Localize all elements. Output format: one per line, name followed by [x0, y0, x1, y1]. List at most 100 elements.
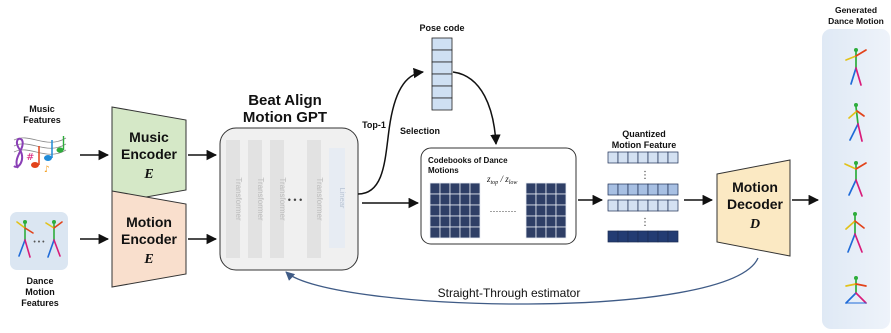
gpt-title-2: Motion GPT [243, 109, 327, 126]
quantized-cell [617, 151, 629, 164]
svg-text:#: # [26, 152, 34, 163]
codebook-cell [525, 182, 537, 195]
dance-label-1: Dance [26, 276, 53, 286]
codebook-cell [469, 193, 481, 206]
decoder-symbol: D [749, 217, 760, 232]
transformer-label-3: Transformer [278, 177, 287, 221]
music-encoder-name-2: Encoder [121, 146, 178, 162]
quantized-cell [647, 151, 659, 164]
motion-encoder-name-2: Encoder [121, 231, 178, 247]
generated-motion-panel [822, 29, 890, 329]
codebook-cell [429, 226, 441, 239]
gpt-title-1: Beat Align [248, 92, 322, 109]
codebook-cell [449, 193, 461, 206]
codebook-cell [429, 182, 441, 195]
codebook-cell [525, 193, 537, 206]
transformer-layer-3 [270, 140, 284, 258]
codebook-cell [525, 215, 537, 228]
motion-encoder: Motion Encoder E [111, 190, 187, 288]
quantized-title-2: Motion Feature [612, 140, 677, 150]
motion-decoder: Motion Decoder D [716, 159, 791, 257]
dance-dots: • • • [33, 239, 45, 246]
codebook-cell [555, 182, 567, 195]
straight-through-label: Straight-Through estimator [438, 286, 581, 300]
quantized-cell [637, 151, 649, 164]
dance-label-3: Features [21, 298, 59, 308]
quantized-cell [607, 199, 619, 212]
transformer-label-4: Transformer [315, 177, 324, 221]
codebook-cell [449, 215, 461, 228]
selection-label: Selection [400, 126, 440, 136]
codebook-left-grid [429, 182, 481, 239]
transformer-label-2: Transformer [256, 177, 265, 221]
codebook-cell [429, 204, 441, 217]
linear-layer [329, 148, 345, 248]
transformer-layer-2 [248, 140, 262, 258]
codebook-box: Codebooks of Dance Motions ztop / zlow ·… [420, 147, 577, 245]
codebook-cell [545, 204, 557, 217]
quantized-cell [657, 183, 669, 196]
codebook-cell [439, 193, 451, 206]
codebook-cell [459, 204, 471, 217]
transformer-label-1: Transformer [234, 177, 243, 221]
codebook-title-1: Codebooks of Dance [428, 156, 508, 165]
codebook-cell [459, 226, 471, 239]
quantized-cell [667, 183, 679, 196]
codebook-cell [429, 215, 441, 228]
codebook-cell [439, 204, 451, 217]
quantized-dots-2: ⋮ [640, 217, 650, 228]
codebook-cell [535, 226, 547, 239]
quantized-cell [637, 230, 649, 243]
codebook-cell [429, 193, 441, 206]
motion-encoder-name-1: Motion [126, 214, 172, 230]
quantized-cell [637, 183, 649, 196]
codebook-cell [555, 215, 567, 228]
codebook-z-label: ztop / zlow [486, 174, 517, 186]
music-encoder: Music Encoder E [111, 106, 187, 204]
pose-code-column [431, 37, 453, 111]
output-title-1: Generated [835, 5, 877, 15]
codebook-cell [545, 182, 557, 195]
pose-figure-4 [845, 212, 865, 253]
codebook-cell [535, 204, 547, 217]
quantized-cell [637, 199, 649, 212]
quantized-cell [627, 151, 639, 164]
codebook-cell [545, 215, 557, 228]
quantized-cell [647, 199, 659, 212]
pose-figure-1 [845, 48, 867, 86]
quantized-cell [627, 230, 639, 243]
pose-code-title: Pose code [419, 23, 464, 33]
codebook-cell [525, 226, 537, 239]
linear-label: Linear [338, 188, 347, 209]
decoder-name-2: Decoder [727, 196, 784, 212]
codebook-cell [459, 215, 471, 228]
codebook-cell [469, 182, 481, 195]
codebook-cell [545, 226, 557, 239]
transformer-layer-1 [226, 140, 240, 258]
quantized-cell [667, 199, 679, 212]
codebook-cell [449, 182, 461, 195]
straight-through-arrow [285, 257, 759, 305]
codebook-cell [469, 204, 481, 217]
motion-encoder-symbol: E [143, 252, 153, 267]
quantized-cell [667, 230, 679, 243]
codebook-cell [469, 226, 481, 239]
codebook-cell [555, 204, 567, 217]
quantized-cell [657, 151, 669, 164]
codebook-cell [449, 204, 461, 217]
quantized-cell [627, 199, 639, 212]
quantized-cell [667, 151, 679, 164]
quantized-cell [617, 183, 629, 196]
quantized-cell [647, 230, 659, 243]
codebook-cell [439, 215, 451, 228]
music-encoder-name-1: Music [129, 129, 169, 145]
pose-figure-3 [844, 161, 867, 197]
dance-motion-icon: • • • [10, 212, 68, 270]
quantized-cell [607, 230, 619, 243]
gpt-box: Transformer Transformer Transformer Tran… [219, 127, 359, 271]
codebook-cell [469, 215, 481, 228]
quantized-cell [617, 199, 629, 212]
pose-figure-5 [845, 276, 867, 304]
quantized-cell [617, 230, 629, 243]
